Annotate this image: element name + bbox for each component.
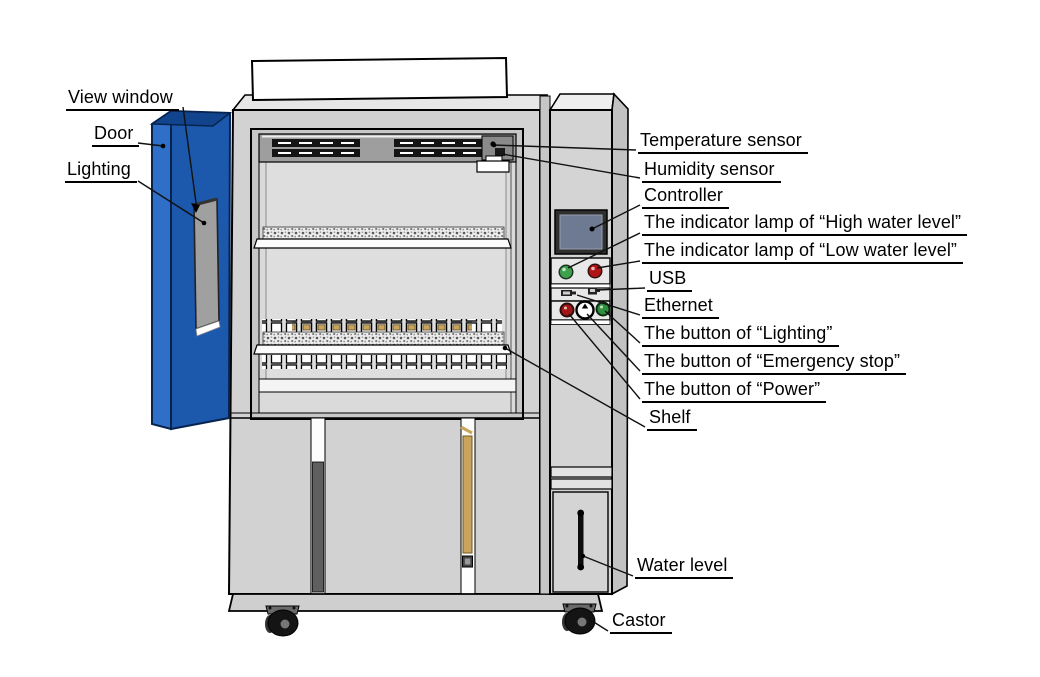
perforation-row-upper	[262, 319, 502, 333]
label-button-emergency-stop: The button of “Emergency stop”	[642, 352, 907, 375]
sensor-fixture	[476, 155, 510, 173]
usb-port	[561, 290, 576, 296]
shelf-1	[253, 226, 512, 249]
label-shelf: Shelf	[647, 408, 697, 431]
label-humidity-sensor: Humidity sensor	[642, 160, 781, 183]
emergency-stop-button	[575, 300, 595, 320]
lower-panel-tan-channel	[462, 435, 473, 554]
controller-screen	[554, 209, 608, 255]
top-nameplate	[250, 56, 509, 102]
humidity-sensor	[495, 148, 505, 156]
lower-front-panels	[229, 412, 540, 595]
label-indicator-lamp-low: The indicator lamp of “Low water level”	[642, 241, 964, 264]
side-column	[539, 92, 629, 596]
label-lighting: Lighting	[65, 160, 137, 183]
lower-panel-left-strip	[312, 461, 324, 593]
water-level-gauge	[577, 509, 585, 571]
perforation-row-lower	[262, 355, 507, 369]
door-view-window	[193, 197, 221, 337]
vent-assembly	[258, 133, 517, 173]
castor-left	[265, 605, 300, 637]
label-button-lighting: The button of “Lighting”	[642, 324, 839, 347]
base-plinth	[227, 593, 604, 612]
indicator-lamp-panel	[550, 257, 611, 289]
castor-right	[562, 603, 597, 635]
label-water-level: Water level	[635, 556, 734, 579]
label-usb: USB	[647, 269, 693, 292]
label-door: Door	[92, 124, 140, 147]
label-ethernet: Ethernet	[642, 296, 719, 319]
shelf-2	[253, 331, 512, 355]
button-panel	[550, 300, 611, 325]
label-button-power: The button of “Power”	[642, 380, 827, 403]
label-controller: Controller	[642, 186, 730, 209]
chamber-sill	[258, 378, 517, 393]
door	[149, 109, 233, 431]
label-indicator-lamp-high: The indicator lamp of “High water level”	[642, 213, 968, 236]
leader-lines	[137, 106, 646, 632]
label-temperature-sensor: Temperature sensor	[638, 131, 808, 154]
label-castor: Castor	[610, 611, 672, 634]
leader-endpoints	[160, 142, 595, 559]
power-button	[559, 302, 575, 318]
chamber-opening	[250, 128, 524, 420]
label-view-window: View window	[66, 88, 179, 111]
